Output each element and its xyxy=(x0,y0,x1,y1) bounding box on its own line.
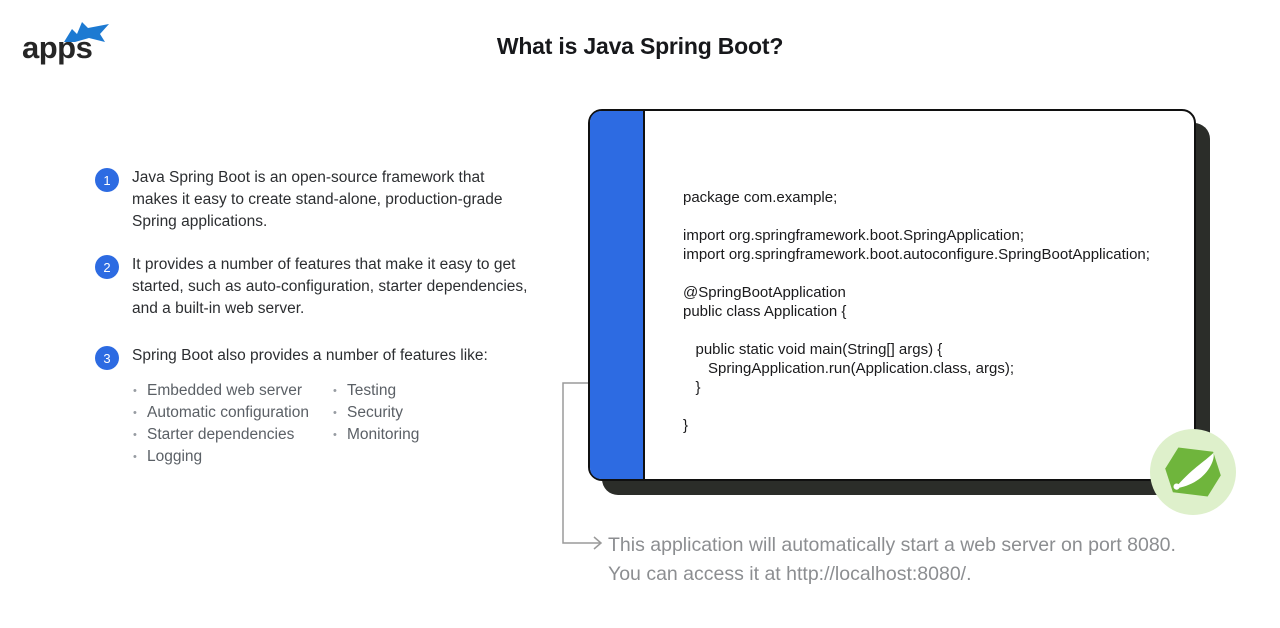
point-number-badge: 1 xyxy=(95,168,119,192)
code-line: SpringApplication.run(Application.class,… xyxy=(683,360,1014,377)
apps-logo: apps xyxy=(22,16,142,68)
feature-item: Embedded web server xyxy=(132,380,332,402)
code-line: public class Application { xyxy=(683,303,847,320)
page-title: What is Java Spring Boot? xyxy=(496,33,784,59)
features-column-2: Testing Security Monitoring xyxy=(332,380,555,468)
code-line: import org.springframework.boot.autoconf… xyxy=(683,246,1150,263)
point-text: Spring Boot also provides a number of fe… xyxy=(132,347,488,364)
code-block: package com.example; import org.springfr… xyxy=(683,188,1186,435)
feature-item: Starter dependencies xyxy=(132,424,332,446)
feature-item: Logging xyxy=(132,446,332,468)
point-item-1: 1 Java Spring Boot is an open-source fra… xyxy=(95,167,555,233)
code-line xyxy=(683,397,1186,416)
point-item-2: 2 It provides a number of features that … xyxy=(95,254,555,320)
points-list: 1 Java Spring Boot is an open-source fra… xyxy=(95,167,555,468)
feature-item: Testing xyxy=(332,380,555,402)
feature-item: Automatic configuration xyxy=(132,402,332,424)
feature-item: Monitoring xyxy=(332,424,555,446)
code-line: package com.example; xyxy=(683,189,838,206)
editor-sidebar-stripe xyxy=(590,111,645,479)
code-line xyxy=(683,321,1186,340)
code-line xyxy=(683,264,1186,283)
feature-item: Security xyxy=(332,402,555,424)
point-item-3: 3 Spring Boot also provides a number of … xyxy=(95,345,555,370)
code-line: import org.springframework.boot.SpringAp… xyxy=(683,227,1024,244)
code-line: } xyxy=(683,417,689,434)
code-line xyxy=(683,207,1186,226)
features-column-1: Embedded web server Automatic configurat… xyxy=(132,380,332,468)
annotation-line-1: This application will automatically star… xyxy=(608,534,1176,556)
code-editor-window: package com.example; import org.springfr… xyxy=(588,109,1196,481)
point-text: It provides a number of features that ma… xyxy=(132,256,528,317)
point-number-badge: 3 xyxy=(95,346,119,370)
point-number-badge: 2 xyxy=(95,255,119,279)
code-line: public static void main(String[] args) { xyxy=(683,341,943,358)
connector-arrow-icon xyxy=(562,382,603,550)
point-text: Java Spring Boot is an open-source frame… xyxy=(132,169,503,230)
code-line: } xyxy=(683,379,701,396)
annotation-note: This application will automatically star… xyxy=(608,531,1228,588)
apps-logo-flag-icon xyxy=(64,22,109,42)
code-line: @SpringBootApplication xyxy=(683,284,846,301)
spring-logo-icon xyxy=(1150,429,1236,515)
annotation-line-2: You can access it at http://localhost:80… xyxy=(608,562,972,585)
features-grid: Embedded web server Automatic configurat… xyxy=(132,380,555,468)
